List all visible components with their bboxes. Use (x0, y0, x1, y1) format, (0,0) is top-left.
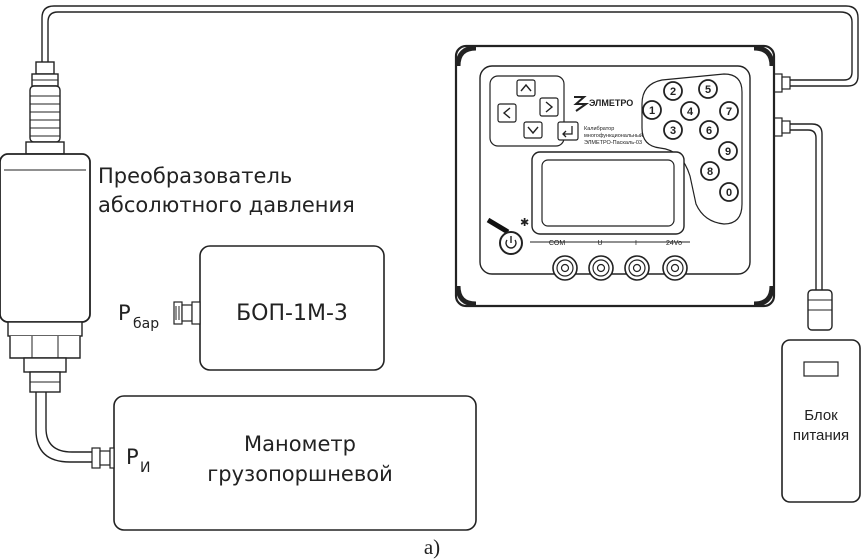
transducer-label-line2: абсолютного давления (98, 193, 355, 217)
port-i-label: I (635, 240, 637, 247)
pressure-transducer (0, 61, 91, 393)
enter-button[interactable] (557, 121, 579, 141)
enter-icon (562, 126, 573, 138)
key-8-label: 8 (707, 166, 713, 178)
power-label-line1: Блок (804, 407, 838, 424)
star-mark: ✱ (520, 217, 529, 229)
key-0[interactable]: 0 (719, 182, 739, 202)
key-7-label: 7 (726, 106, 732, 118)
device-display (531, 151, 685, 235)
port-com-label: COM (549, 240, 566, 247)
cable-manometer (35, 392, 92, 463)
model-line3: ЭЛМЕТРО-Паскаль-03 (584, 140, 642, 146)
key-6-label: 6 (706, 125, 712, 137)
key-3-label: 3 (670, 125, 676, 137)
key-1-label: 1 (649, 105, 655, 117)
chevron-left-icon (502, 107, 511, 119)
power-button[interactable] (499, 231, 523, 255)
key-4-label: 4 (687, 106, 694, 118)
port-u-label: U (597, 240, 602, 247)
power-icon (505, 236, 517, 249)
model-line1: Калибратор (584, 126, 614, 132)
chevron-up-icon (520, 83, 532, 92)
key-4[interactable]: 4 (680, 101, 700, 121)
cable-power (788, 123, 823, 290)
nav-down-button[interactable] (523, 121, 543, 139)
p-bar-subscript: бар (133, 316, 159, 332)
figure-caption: а) (424, 535, 440, 559)
key-2-label: 2 (670, 86, 676, 98)
p-i-subscript: И (140, 460, 150, 476)
port-24v-label: 24Vo (666, 240, 682, 247)
key-9[interactable]: 9 (718, 141, 738, 161)
cable-top (41, 5, 859, 87)
key-2[interactable]: 2 (663, 81, 683, 101)
brand-name: ЭЛМЕТРО (589, 98, 633, 108)
nav-left-button[interactable] (497, 103, 517, 123)
model-line2: многофункциональный (584, 132, 643, 139)
key-8[interactable]: 8 (700, 161, 720, 181)
power-indicator-bar (486, 217, 510, 235)
power-label-line2: питания (793, 427, 849, 444)
nav-right-button[interactable] (539, 97, 559, 117)
brand-logo: ЭЛМЕТРО (573, 96, 633, 112)
manometer-label-line1: Манометр (244, 432, 356, 456)
key-1[interactable]: 1 (642, 100, 662, 120)
key-6[interactable]: 6 (699, 120, 719, 140)
nav-up-button[interactable] (516, 79, 536, 97)
key-0-label: 0 (726, 187, 732, 199)
jack-24v[interactable] (662, 255, 688, 281)
key-9-label: 9 (725, 146, 731, 158)
transducer-label-line1: Преобразователь (98, 164, 292, 188)
chevron-down-icon (527, 126, 539, 135)
key-5-label: 5 (705, 84, 711, 96)
key-3[interactable]: 3 (663, 120, 683, 140)
chevron-right-icon (545, 101, 554, 113)
p-bar-label: P (118, 301, 131, 325)
manometer-label-line2: грузопоршневой (207, 462, 392, 486)
bop-unit (173, 245, 385, 371)
jack-u[interactable] (588, 255, 614, 281)
p-i-label: P (126, 445, 139, 469)
key-5[interactable]: 5 (698, 79, 718, 99)
jack-com[interactable] (552, 255, 578, 281)
jack-i[interactable] (624, 255, 650, 281)
power-supply (781, 289, 861, 503)
keypad-outline (641, 73, 743, 225)
manometer-unit (91, 395, 477, 531)
key-7[interactable]: 7 (719, 101, 739, 121)
bop-label: БОП-1М-3 (236, 301, 348, 326)
